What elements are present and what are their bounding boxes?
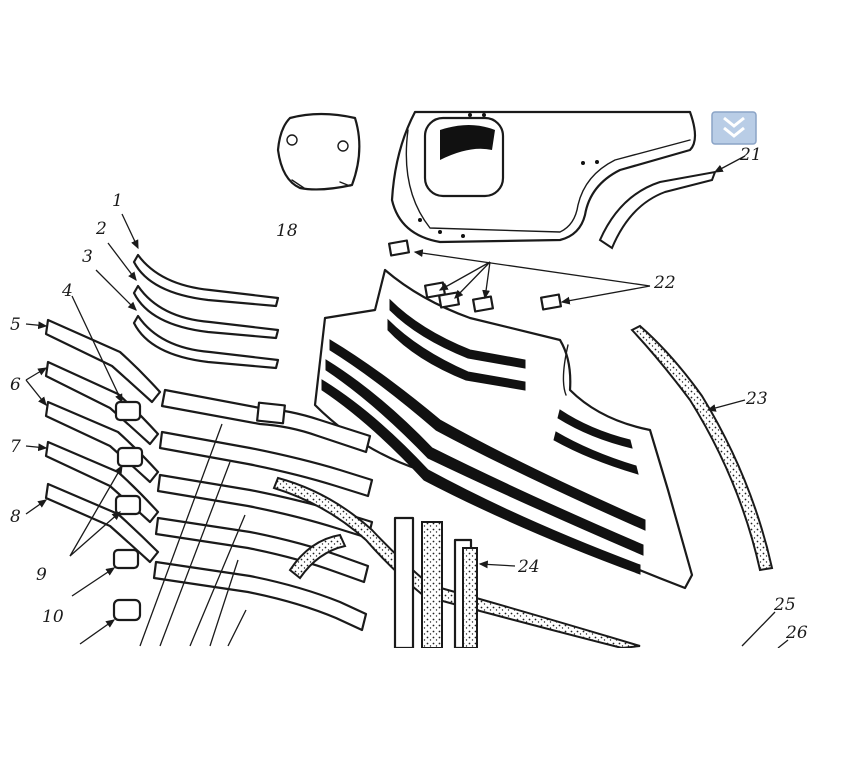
label-3: 3 — [82, 247, 93, 267]
label-23: 23 — [745, 389, 768, 409]
label-21: 21 — [739, 145, 762, 165]
part-labels: 1 2 3 4 5 6 7 8 9 10 18 21 22 23 24 25 2… — [10, 145, 808, 643]
part-24-seal-strips — [272, 476, 641, 650]
cover-plate — [276, 112, 361, 191]
label-9: 9 — [36, 565, 47, 585]
label-10: 10 — [42, 607, 64, 627]
bottom-margin — [0, 648, 846, 768]
part-18-grille-panel — [313, 268, 694, 590]
label-24: 24 — [517, 557, 540, 577]
label-1: 1 — [112, 191, 123, 211]
upper-panel — [390, 110, 697, 244]
label-25: 25 — [773, 595, 796, 615]
label-6: 6 — [10, 375, 21, 395]
part-21-seal-strip — [598, 155, 746, 250]
label-5: 5 — [10, 315, 21, 335]
part-23-seal-strip — [630, 324, 774, 572]
part-22-clips — [387, 239, 651, 313]
parts-5-10-side-bars — [25, 295, 162, 645]
label-26: 26 — [785, 623, 808, 643]
label-22: 22 — [653, 273, 676, 293]
label-8: 8 — [10, 507, 21, 527]
label-2: 2 — [95, 219, 107, 239]
label-7: 7 — [10, 437, 21, 457]
corner-widget[interactable] — [711, 111, 757, 145]
label-18: 18 — [276, 221, 298, 241]
label-4: 4 — [61, 281, 73, 301]
parts-1-3-rods — [95, 213, 280, 370]
center-bars — [139, 388, 374, 647]
double-chevron-down-icon — [723, 116, 745, 138]
parts-25-26-leaders — [741, 611, 789, 649]
